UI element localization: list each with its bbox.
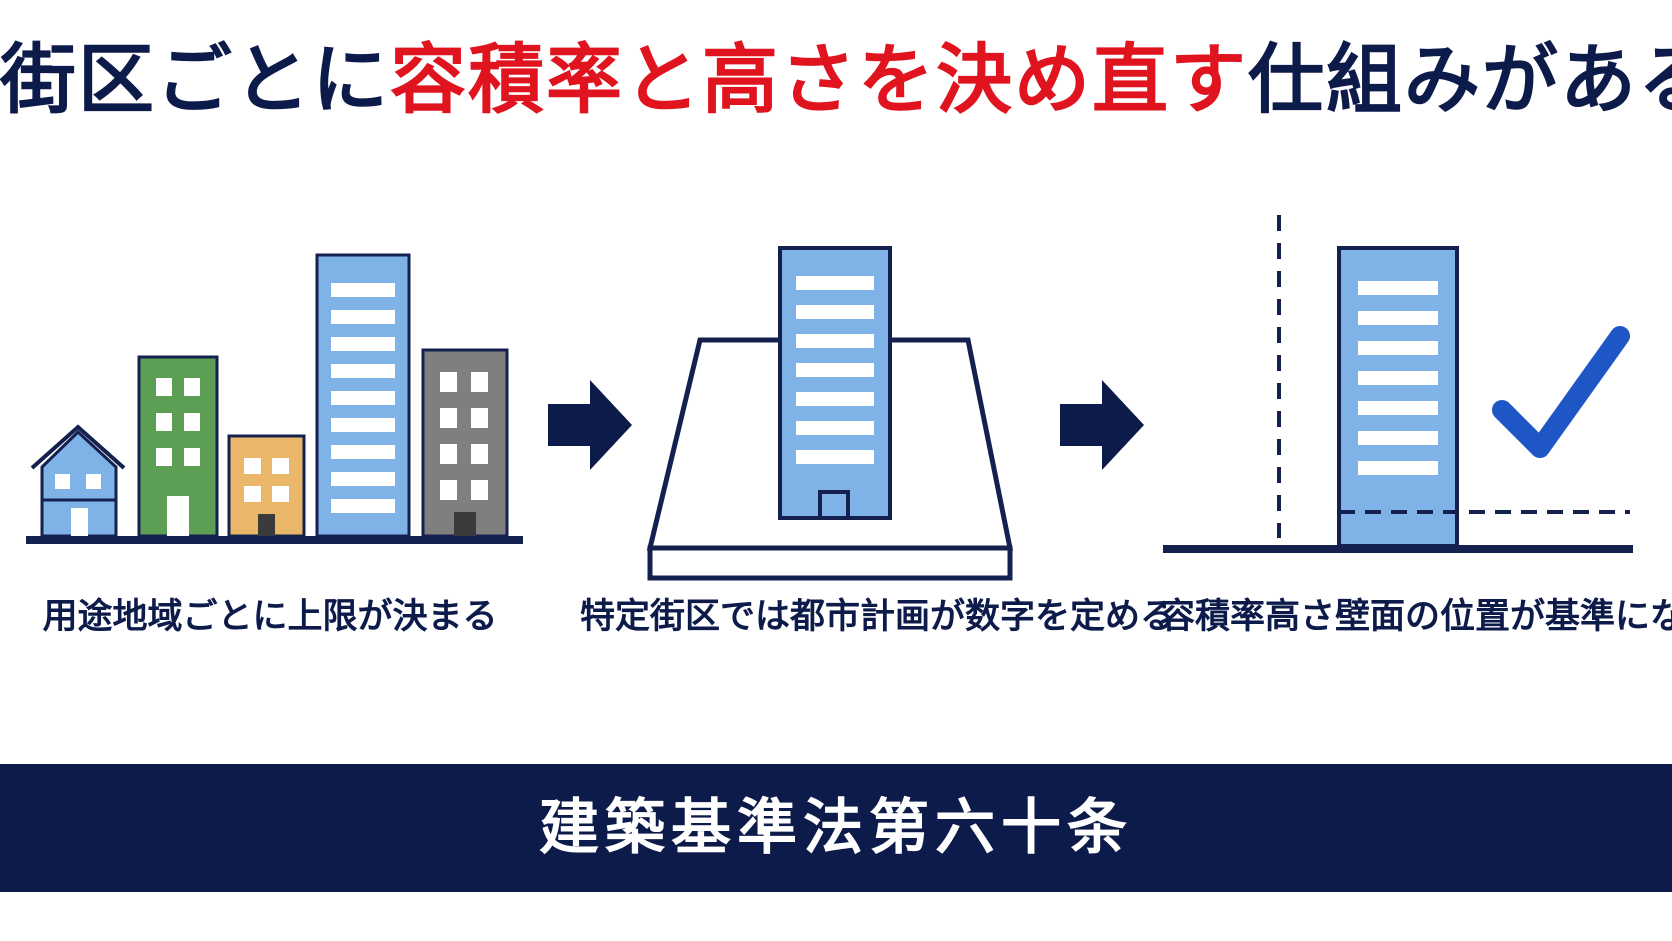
headline-part-1: 街区ごとに bbox=[0, 35, 390, 124]
checkmark-icon bbox=[1492, 326, 1630, 458]
diagram bbox=[26, 215, 1633, 581]
arrow-right-icon bbox=[1060, 380, 1144, 470]
step-caption-3: 容積率高さ壁面の位置が基準になる bbox=[1160, 597, 1672, 637]
green-building-icon bbox=[137, 355, 219, 538]
headline-part-3: 仕組みがある bbox=[1248, 35, 1672, 124]
orange-building-icon bbox=[227, 434, 306, 538]
footer-label: 建築基準法第六十条 bbox=[539, 793, 1133, 863]
headline: 街区ごとに容積率と高さを決め直す仕組みがある bbox=[0, 42, 1672, 118]
tower-window-stripes bbox=[331, 283, 395, 513]
arrow-right-icon bbox=[548, 380, 632, 470]
step-caption-2: 特定街区では都市計画が数字を定める bbox=[580, 597, 1176, 637]
ground-line-1 bbox=[26, 536, 523, 544]
standard-tower-icon bbox=[1337, 246, 1459, 548]
house-icon bbox=[30, 424, 126, 538]
gray-building-icon bbox=[421, 348, 509, 538]
ground-line-3 bbox=[1163, 545, 1633, 553]
panel-3-standards bbox=[1163, 215, 1633, 553]
blue-tower-icon bbox=[315, 253, 411, 538]
headline-part-2-highlight: 容積率と高さを決め直す bbox=[390, 35, 1248, 124]
footer-banner: 建築基準法第六十条 bbox=[0, 764, 1672, 892]
district-tower-icon bbox=[778, 246, 892, 520]
step-caption-1: 用途地域ごとに上限が決まる bbox=[42, 597, 498, 637]
district-plot-icon bbox=[646, 246, 1014, 581]
panel-1-buildings bbox=[26, 253, 523, 544]
